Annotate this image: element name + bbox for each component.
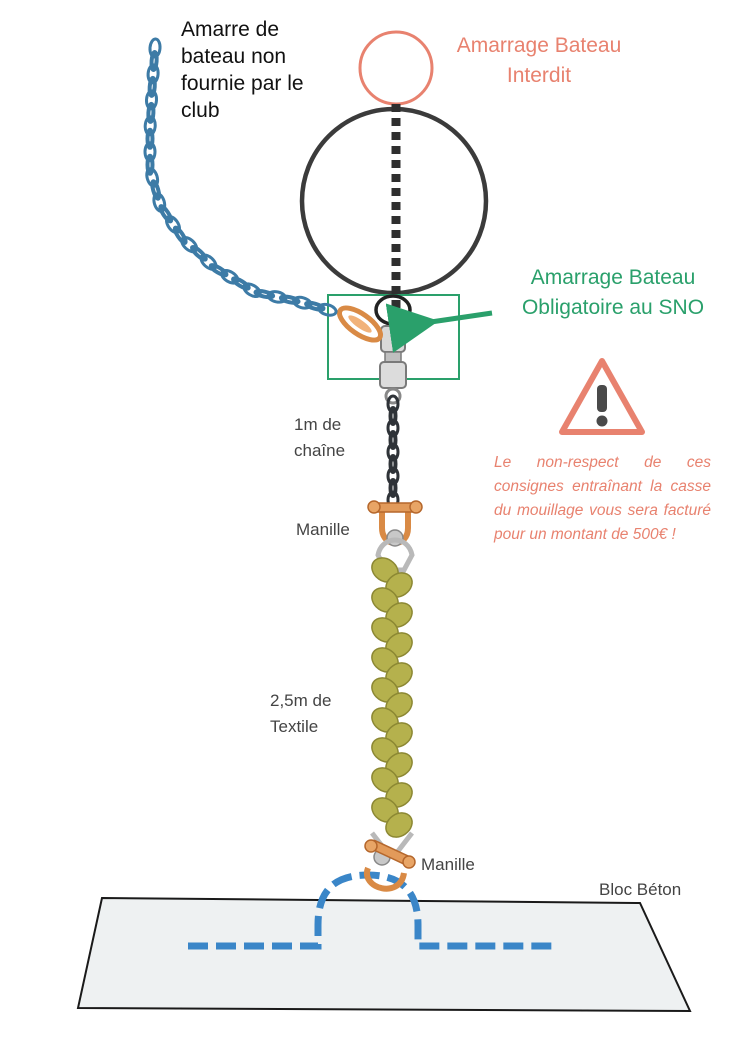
chain-link [386,394,400,414]
chain-link [388,430,398,450]
chain-link [317,302,338,317]
rope-strand [385,812,413,838]
green-arrow [385,303,493,353]
label-textile: 2,5m de Textile [270,691,332,736]
chain-link [386,442,400,462]
warning-triangle-icon [559,358,645,435]
chain-link [146,63,160,85]
chain-link [388,454,398,474]
chain-link [172,225,188,245]
top-thimble [375,537,415,573]
chain-link [145,153,155,176]
chain-link [266,290,288,304]
chain-link [158,204,174,224]
chain-link [190,244,208,262]
label-bottom-shackle: Manille [421,855,475,874]
chain-link [147,75,157,98]
chain-link [386,466,400,486]
chain-link [231,276,251,291]
chain-link [145,167,160,188]
chain-link [278,294,301,305]
concrete-block [76,896,692,1013]
one-meter-chain [386,394,400,510]
chain-link [220,268,240,285]
label-top-shackle: Manille [296,520,350,539]
label-mandatory-mooring: Amarrage Bateau Obligatoire au SNO [521,266,705,319]
label-concrete-block: Bloc Béton [599,880,682,899]
chain-link [388,478,398,498]
label-one-meter-chain: 1m de chaîne [294,415,346,460]
chain-link [386,418,400,438]
snap-hook [337,305,383,343]
chain-link [208,263,229,278]
label-forbidden-mooring: Amarrage Bateau Interdit [456,34,622,87]
forbidden-ring [358,30,434,106]
chain-link [144,89,159,111]
chain-link [146,101,156,124]
textile-rope [371,557,413,838]
label-boat-mooring-not-provided: Amarre de bateau non fournie par le club [181,18,304,122]
chain-link [148,37,162,59]
swivel [379,325,407,405]
chain-link [165,215,181,234]
chain-link [180,236,199,254]
chain-link [150,179,162,201]
chain-link [149,50,159,72]
bottom-shackle [364,839,416,892]
chain-link [292,295,313,310]
chain-link [253,288,276,300]
chain-link [304,300,326,312]
chain-link [388,406,398,426]
warning-message: Le non-respect de ces consignes entraîna… [494,454,711,543]
boat-mooring-chain [143,37,338,317]
chain-link [145,127,155,150]
chain-link [143,141,157,163]
chain-link [199,253,218,271]
